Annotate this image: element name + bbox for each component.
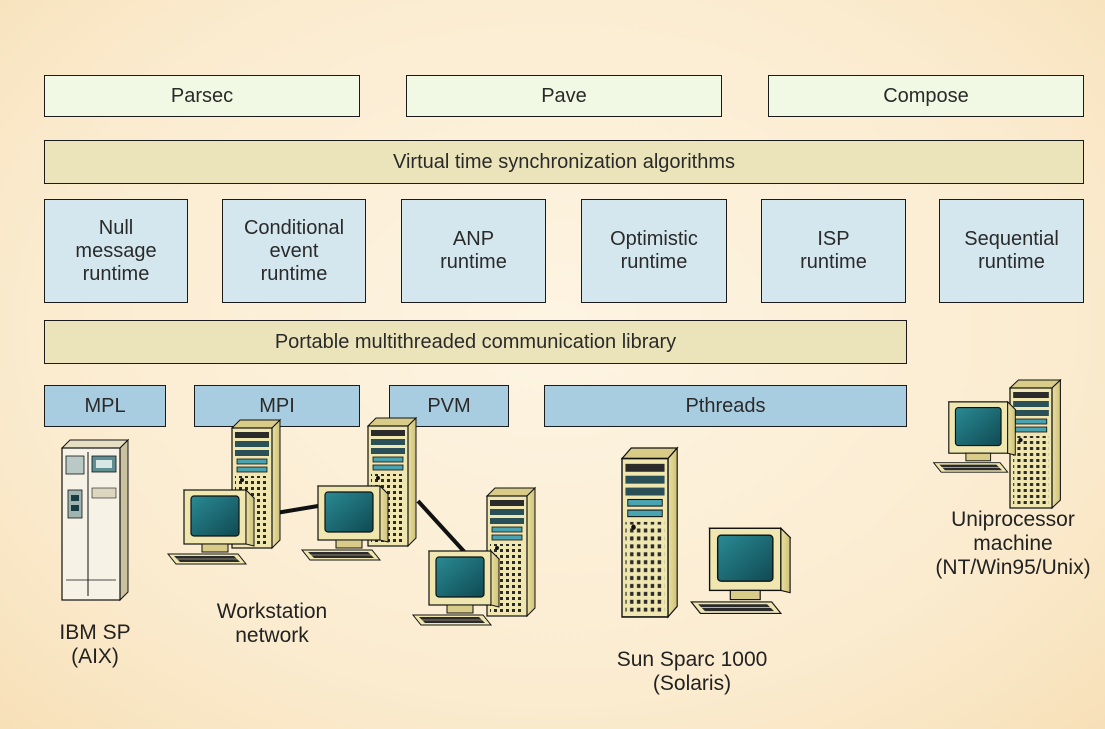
library-box-mpl: MPL (44, 385, 166, 427)
server-tower-icon (621, 447, 678, 618)
runtime-line: runtime (440, 251, 507, 273)
label-line: (AIX) (71, 645, 119, 668)
library-box-pthreads: Pthreads (544, 385, 907, 427)
sun-sparc-label: Sun Sparc 1000 (Solaris) (592, 648, 792, 696)
runtime-line: event (269, 239, 319, 262)
label-line: Sun Sparc 1000 (616, 648, 768, 671)
runtime-box-optimistic: Optimistic runtime (581, 199, 727, 303)
runtime-box-isp: ISP runtime (761, 199, 906, 303)
sun-sparc-machine (621, 447, 791, 618)
label-line: machine (973, 532, 1053, 555)
label-line: (Solaris) (652, 672, 732, 695)
workstation-monitor-icon (412, 550, 500, 626)
runtime-line: ISP (817, 228, 850, 250)
runtime-box-conditional-event: Conditional event runtime (222, 199, 366, 303)
workstation-monitor-icon (167, 489, 255, 565)
uniprocessor-label: Uniprocessor machine (NT/Win95/Unix) (928, 508, 1098, 580)
uniprocessor-machine (933, 379, 1062, 509)
runtime-line: Sequential (964, 228, 1059, 250)
sync-algorithms-layer: Virtual time synchronization algorithms (44, 140, 1084, 184)
ibm-sp-machine (60, 438, 130, 602)
runtime-line: ANP (452, 228, 495, 250)
tool-box-parsec: Parsec (44, 75, 360, 117)
workstation-network (167, 417, 536, 626)
runtime-line: message (75, 239, 157, 262)
label-line: (NT/Win95/Unix) (935, 556, 1091, 579)
runtime-line: runtime (978, 251, 1045, 273)
runtime-box-sequential: Sequential runtime (939, 199, 1084, 303)
runtime-line: Null (98, 216, 134, 239)
workstation-monitor-icon (301, 485, 389, 561)
runtime-line: runtime (82, 262, 150, 285)
label-line: Uniprocessor (951, 508, 1075, 531)
communication-library-layer: Portable multithreaded communication lib… (44, 320, 907, 364)
label-line: IBM SP (59, 621, 131, 644)
runtime-line: runtime (620, 251, 688, 273)
uniprocessor-tower-icon (1009, 379, 1062, 509)
runtime-line: Conditional (243, 216, 345, 239)
tool-box-pave: Pave (406, 75, 722, 117)
uniprocessor-monitor-icon (933, 401, 1016, 473)
runtime-box-anp: ANP runtime (401, 199, 546, 303)
tool-box-compose: Compose (768, 75, 1084, 117)
workstation-network-label: Workstation network (202, 600, 342, 648)
label-line: Workstation (216, 600, 328, 623)
runtime-box-null-message: Null message runtime (44, 199, 188, 303)
ibm-sp-label: IBM SP (AIX) (30, 621, 160, 669)
label-line: network (235, 624, 309, 647)
runtime-line: Optimistic (610, 228, 698, 250)
runtime-line: runtime (260, 262, 328, 285)
runtime-line: runtime (800, 251, 867, 273)
server-monitor-icon (690, 527, 791, 615)
